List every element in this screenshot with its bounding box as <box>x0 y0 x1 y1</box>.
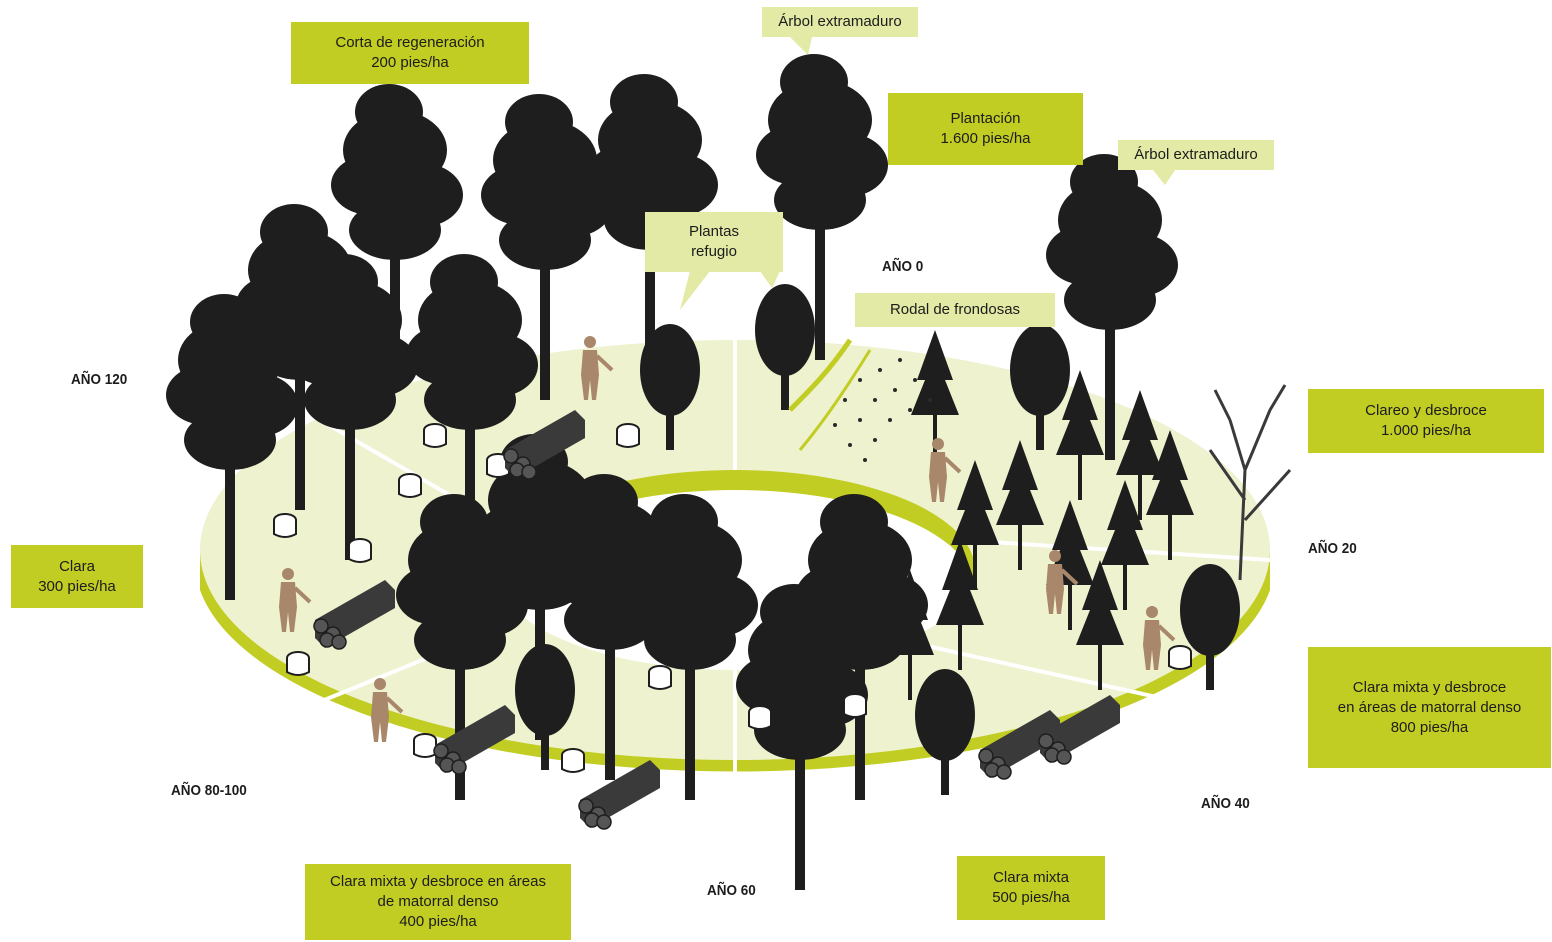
label-arbol-extramaduro-right-text: Árbol extramaduro <box>1134 146 1258 163</box>
label-clara-mixta-400-line1: Clara mixta y desbroce en áreas <box>330 873 546 890</box>
label-corta-regeneracion-line1: Corta de regeneración <box>335 34 485 51</box>
label-rodal-frondosas: Rodal de frondosas <box>855 293 1055 327</box>
label-arbol-extramaduro-top-text: Árbol extramaduro <box>778 13 902 30</box>
label-arbol-extramaduro-right: Árbol extramaduro <box>1118 140 1274 170</box>
year-label-60: AÑO 60 <box>707 882 756 899</box>
label-clara-300-line2: 300 pies/ha <box>38 577 116 595</box>
label-corta-regeneracion: Corta de regeneración 200 pies/ha <box>291 22 529 84</box>
label-plantacion-line2: 1.600 pies/ha <box>940 130 1031 147</box>
plantation-rows <box>833 358 932 462</box>
label-clara-mixta-500-line1: Clara mixta <box>993 869 1069 886</box>
label-clara-mixta-800-line1: Clara mixta y desbroce <box>1352 678 1507 696</box>
label-clara-mixta-500-line2: 500 pies/ha <box>992 889 1070 906</box>
label-clara-300-line1: Clara <box>59 557 95 575</box>
label-clara-mixta-400: Clara mixta y desbroce en áreas de mator… <box>305 864 571 940</box>
year-label-80-100: AÑO 80-100 <box>171 782 247 799</box>
year-label-20: AÑO 20 <box>1308 540 1357 557</box>
label-plantacion: Plantación 1.600 pies/ha <box>888 93 1083 165</box>
year-label-0: AÑO 0 <box>882 258 924 275</box>
label-clara-mixta-800-line2: en áreas de matorral denso <box>1337 698 1522 716</box>
label-rodal-frondosas-text: Rodal de frondosas <box>889 301 1021 318</box>
label-clara-mixta-400-line3: 400 pies/ha <box>399 913 477 930</box>
label-clara-mixta-500: Clara mixta 500 pies/ha <box>957 856 1105 920</box>
label-arbol-extramaduro-top: Árbol extramaduro <box>762 7 918 37</box>
label-clara-mixta-800-line3: 800 pies/ha <box>1390 718 1469 736</box>
label-corta-regeneracion-line2: 200 pies/ha <box>371 54 449 71</box>
label-plantas-refugio-line1: Plantas <box>688 223 740 240</box>
label-plantacion-line1: Plantación <box>950 110 1021 127</box>
year-label-40: AÑO 40 <box>1201 795 1250 812</box>
label-plantas-refugio-line2: refugio <box>691 243 737 260</box>
label-clareo-desbroce-line1: Clareo y desbroce <box>1365 402 1487 419</box>
year-label-120: AÑO 120 <box>71 371 128 388</box>
label-clareo-desbroce: Clareo y desbroce 1.000 pies/ha <box>1308 389 1544 453</box>
label-clara-mixta-800: Clara mixta y desbroce en áreas de mator… <box>1308 647 1551 768</box>
label-clara-300: Clara 300 pies/ha <box>11 545 143 608</box>
label-clara-mixta-400-line2: de matorral denso <box>377 893 499 910</box>
oak-tree <box>915 669 975 795</box>
label-plantas-refugio: Plantas refugio <box>645 212 783 272</box>
callout-pointers <box>680 37 1175 310</box>
label-clareo-desbroce-line2: 1.000 pies/ha <box>1380 422 1472 439</box>
dead-tree <box>1208 384 1292 581</box>
